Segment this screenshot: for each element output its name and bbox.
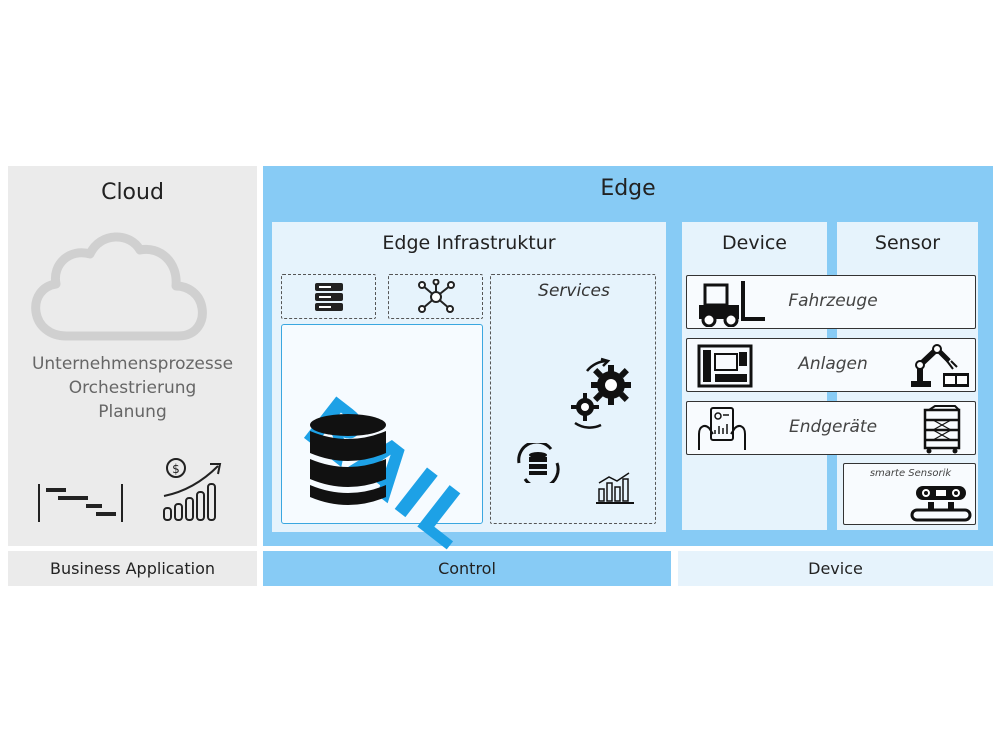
footer-business-application: Business Application <box>8 551 257 586</box>
sensor-robot-icon <box>910 486 972 522</box>
network-icon <box>417 278 455 313</box>
process-item: Unternehmensprozesse <box>31 354 234 374</box>
growth-chart-icon: $ <box>163 458 222 521</box>
device-label-machines: Anlagen <box>798 354 868 374</box>
gears-icon <box>571 357 631 429</box>
smart-sensor-box: smarte Sensorik <box>843 463 976 525</box>
tablet-hands-icon <box>698 407 746 450</box>
footer-device-label: Device <box>808 559 863 578</box>
cloud-icon <box>31 232 207 341</box>
process-item: Planung <box>98 402 167 422</box>
device-title: Device <box>722 232 787 254</box>
database-sync-icon <box>517 443 560 483</box>
svg-text:$: $ <box>172 462 180 476</box>
server-box <box>281 274 376 319</box>
cloud-title: Cloud <box>101 180 164 205</box>
services-box: Services <box>490 274 656 524</box>
server-icon <box>314 282 343 311</box>
device-label-vehicles: Fahrzeuge <box>788 291 878 311</box>
footer-device: Device <box>678 551 993 586</box>
cloud-panel: Cloud Unternehmensprozesse Orchestrierun… <box>8 166 257 546</box>
gantt-icon <box>38 484 123 522</box>
network-box <box>388 274 483 319</box>
device-row-vehicles: Fahrzeuge <box>686 275 976 329</box>
robot-arm-icon <box>911 344 969 387</box>
device-row-machines: Anlagen <box>686 338 976 392</box>
footer-business-label: Business Application <box>49 559 216 578</box>
services-title: Services <box>538 281 610 301</box>
footer-control-label: Control <box>438 559 496 578</box>
machine-icon <box>697 344 753 388</box>
database-icon <box>310 414 386 505</box>
rail-box: RAIL <box>281 324 491 565</box>
process-item: Orchestrierung <box>68 378 197 398</box>
device-row-endpoints: Endgeräte <box>686 401 976 455</box>
device-label-endpoints: Endgeräte <box>788 417 878 437</box>
bar-chart-icon <box>596 472 634 504</box>
edge-infrastructure-title: Edge Infrastruktur <box>382 232 556 254</box>
forklift-icon <box>699 281 765 327</box>
sensor-title: Sensor <box>874 232 941 254</box>
rack-cart-icon <box>923 405 961 454</box>
cloud-process-list: Unternehmensprozesse Orchestrierung Plan… <box>8 352 257 424</box>
edge-title: Edge <box>600 176 656 201</box>
smart-sensor-label: smarte Sensorik <box>869 468 952 479</box>
footer-control: Control <box>263 551 671 586</box>
